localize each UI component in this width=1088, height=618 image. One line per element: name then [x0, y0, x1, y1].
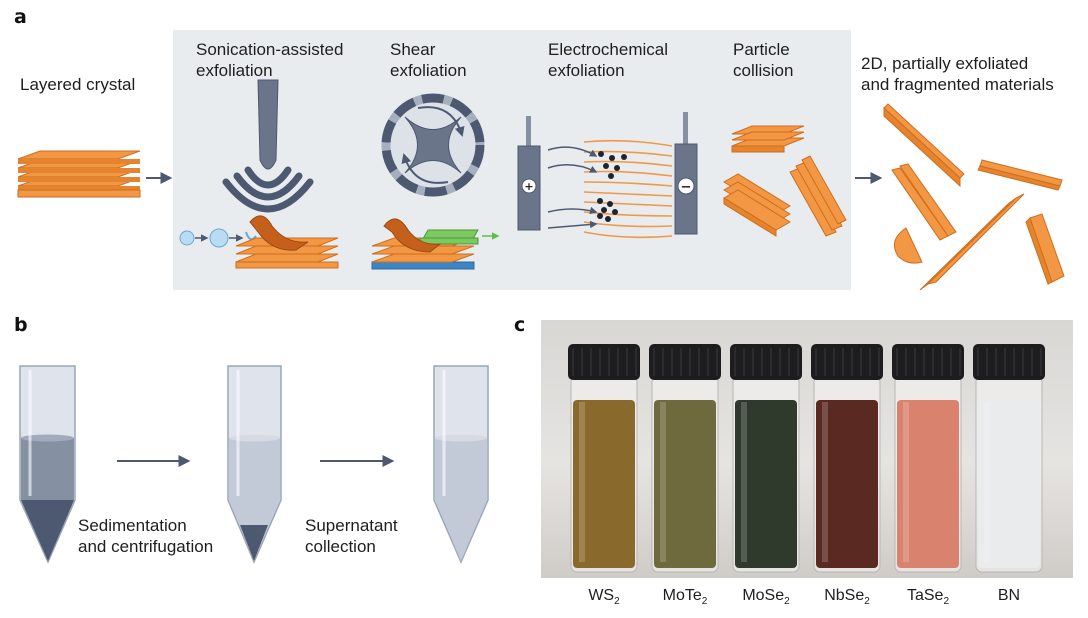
vial-label-base: WS: [588, 587, 615, 604]
method-collision-line2: collision: [733, 61, 794, 80]
method-sonication-label: Sonication-assisted exfoliation: [196, 39, 343, 81]
vial-label-subscript: 2: [784, 596, 790, 608]
vial-6: [973, 344, 1045, 573]
vial-label-subscript: 2: [864, 596, 870, 608]
panel-c-letter: c: [514, 314, 526, 336]
vial-1: [568, 344, 640, 573]
vial-liquid: [654, 400, 716, 568]
vial-label-subscript: 2: [943, 596, 950, 608]
layered-crystal-label: Layered crystal: [20, 75, 136, 94]
vial-label-base: MoTe: [662, 587, 702, 604]
step1-line1: Sedimentation: [78, 516, 187, 535]
sonication-probe: [222, 79, 314, 213]
vial-label: WS2: [564, 587, 644, 607]
anode-plus-sign: +: [524, 180, 533, 193]
result-line1: 2D, partially exfoliated: [861, 54, 1029, 73]
method-shear-label: Shear exfoliation: [390, 39, 467, 81]
result-label: 2D, partially exfoliated and fragmented …: [861, 53, 1054, 95]
step2-label: Supernatant collection: [305, 515, 398, 557]
vial-2: [649, 344, 721, 573]
vial-cap: [973, 344, 1045, 380]
cathode-minus-sign: −: [681, 180, 692, 195]
vials-photo: [541, 320, 1073, 578]
vials-graphic: [568, 344, 1045, 573]
vial-label: MoTe2: [645, 587, 725, 607]
centrifuge-tube-before: [19, 365, 76, 564]
vial-cap: [730, 344, 802, 380]
vial-label-base: MoSe: [742, 587, 785, 604]
shear-rotor: [381, 93, 485, 197]
vial-cap: [892, 344, 964, 380]
vial-4: [811, 344, 883, 573]
vial-cap: [649, 344, 721, 380]
vial-label: BN: [969, 587, 1049, 605]
fragmented-materials: [883, 103, 1065, 291]
electrochemical-cell: + −: [517, 112, 698, 239]
method-sonication-line2: exfoliation: [196, 61, 273, 80]
vial-label-base: BN: [997, 587, 1021, 604]
panel-a-illustration: + −: [17, 79, 1065, 291]
vial-3: [730, 344, 802, 573]
method-sonication-line1: Sonication-assisted: [196, 40, 344, 59]
method-shear-line2: exfoliation: [390, 61, 467, 80]
sonication-bubbles: [179, 228, 257, 248]
step2-line2: collection: [305, 537, 376, 556]
method-shear-line1: Shear: [390, 40, 436, 59]
step2-line1: Supernatant: [305, 516, 398, 535]
result-line2: and fragmented materials: [861, 75, 1054, 94]
method-collision-line1: Particle: [733, 40, 790, 59]
vial-label: TaSe2: [888, 587, 968, 607]
method-electrochemical-line1: Electrochemical: [548, 40, 668, 59]
vial-cap: [568, 344, 640, 380]
vial-label-base: TaSe: [906, 587, 944, 604]
vial-liquid: [897, 400, 959, 568]
sonication-flake-stack: [235, 215, 339, 269]
shear-flake-stack: [371, 218, 500, 270]
vial-label: MoSe2: [726, 587, 806, 607]
vial-label-subscript: 2: [614, 596, 620, 608]
step1-label: Sedimentation and centrifugation: [78, 515, 213, 557]
vial-5: [892, 344, 964, 573]
method-electrochemical-label: Electrochemical exfoliation: [548, 39, 668, 81]
vial-cap: [811, 344, 883, 380]
vial-label-subscript: 2: [701, 596, 708, 608]
vial-label-base: NbSe: [824, 587, 865, 604]
vial-liquid: [735, 400, 797, 568]
panel-b-letter: b: [14, 314, 28, 336]
step1-line2: and centrifugation: [78, 537, 214, 556]
centrifuge-tube-after: [227, 365, 282, 564]
panel-b-illustration: [19, 365, 489, 564]
vial-liquid: [573, 400, 635, 568]
particle-collision-flakes: [723, 125, 847, 237]
layered-crystal-stack: [17, 150, 141, 198]
vial-label: NbSe2: [807, 587, 887, 607]
method-electrochemical-line2: exfoliation: [548, 61, 625, 80]
supernatant-tube: [433, 365, 489, 564]
vial-liquid: [816, 400, 878, 568]
method-collision-label: Particle collision: [733, 39, 793, 81]
panel-a-letter: a: [14, 6, 27, 28]
vial-liquid: [978, 400, 1040, 568]
